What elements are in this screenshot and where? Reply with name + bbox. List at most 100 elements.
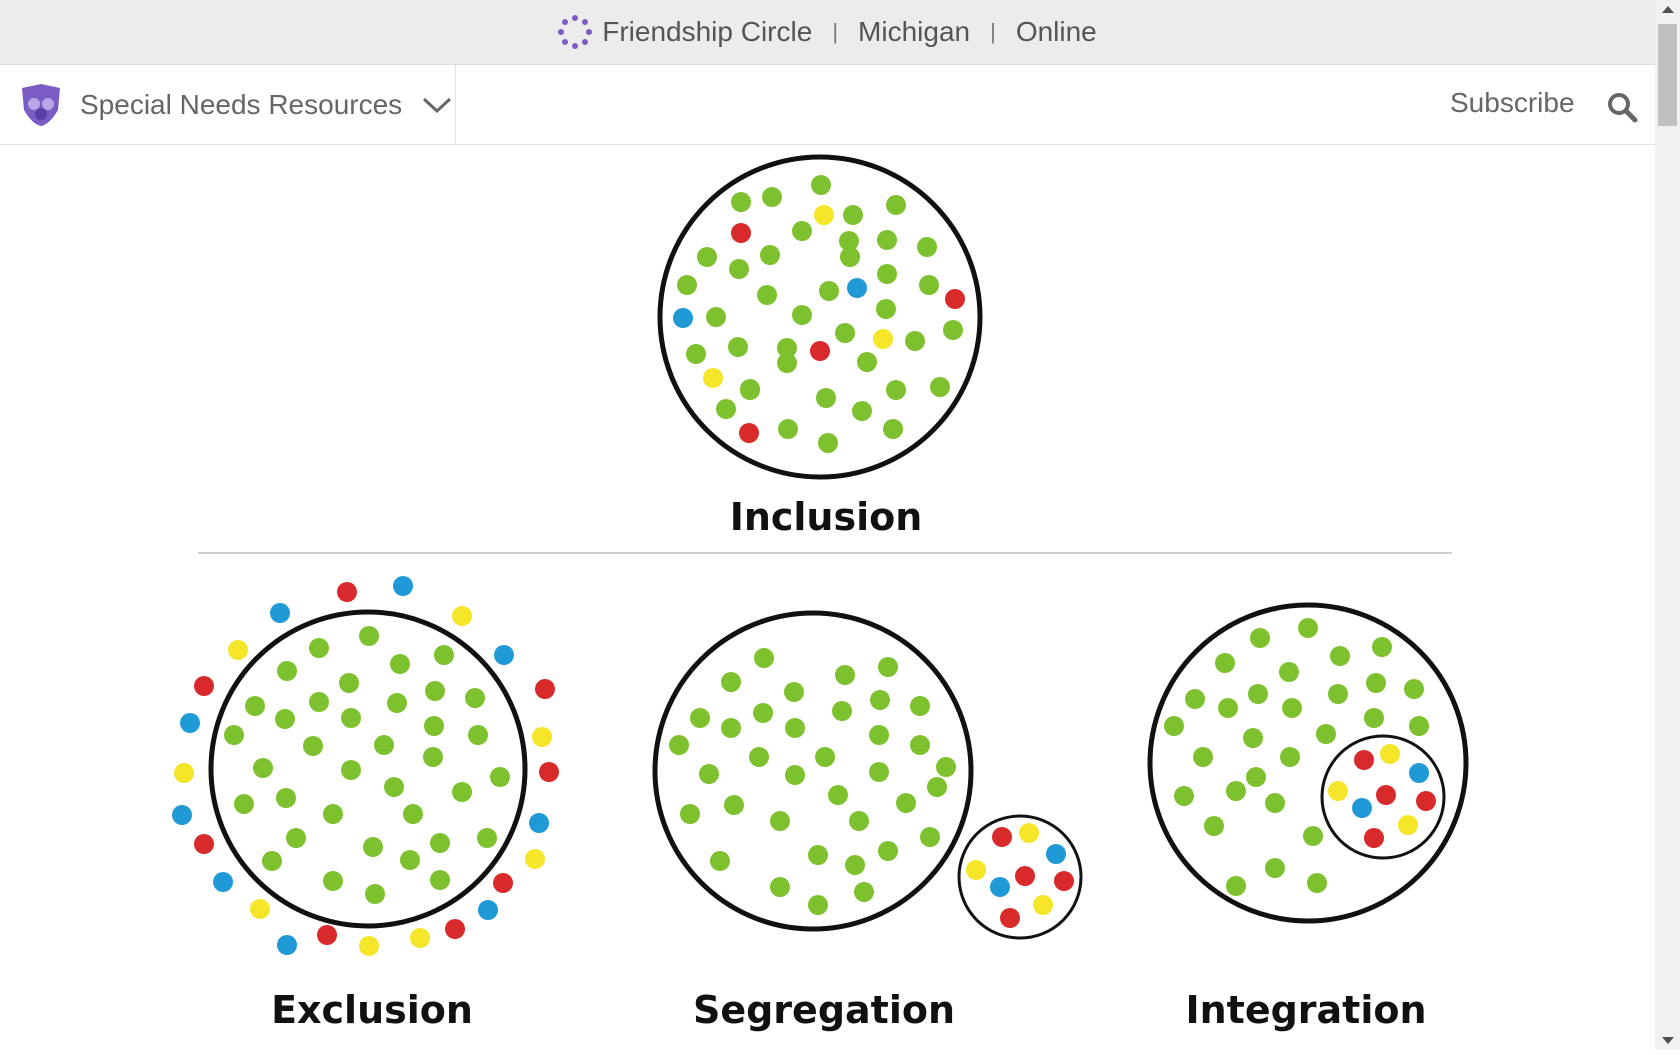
majority-dot xyxy=(843,205,863,225)
majority-dot xyxy=(721,718,741,738)
majority-dot xyxy=(1193,747,1213,767)
integrated-subgroup-circle xyxy=(1320,734,1446,860)
majority-dot xyxy=(363,837,383,857)
majority-dot xyxy=(927,777,947,797)
red-dot xyxy=(535,679,555,699)
majority-dot xyxy=(286,828,306,848)
yellow-dot xyxy=(250,899,270,919)
segregation-circle xyxy=(652,610,974,932)
channel-link[interactable]: Online xyxy=(1015,16,1097,47)
majority-dot xyxy=(724,795,744,815)
majority-dot xyxy=(878,841,898,861)
majority-dot xyxy=(1307,873,1327,893)
majority-dot xyxy=(886,380,906,400)
majority-dot xyxy=(390,654,410,674)
separator: | xyxy=(990,19,996,44)
majority-dot xyxy=(883,419,903,439)
majority-dot xyxy=(877,264,897,284)
majority-dot xyxy=(762,187,782,207)
majority-dot xyxy=(339,673,359,693)
majority-dot xyxy=(870,690,890,710)
blue-dot xyxy=(673,308,693,328)
majority-dot xyxy=(1404,679,1424,699)
majority-dot xyxy=(1409,716,1429,736)
majority-dot xyxy=(365,884,385,904)
majority-dot xyxy=(1215,653,1235,673)
yellow-dot xyxy=(1019,823,1039,843)
section-navbar: Special Needs Resources Subscribe xyxy=(0,65,1655,145)
scrollbar[interactable] xyxy=(1655,0,1680,1050)
majority-dot xyxy=(323,871,343,891)
scroll-down-arrow-icon[interactable] xyxy=(1662,1037,1674,1044)
majority-dot xyxy=(341,760,361,780)
majority-dot xyxy=(1366,673,1386,693)
majority-dot xyxy=(303,736,323,756)
majority-dot xyxy=(1265,858,1285,878)
majority-dot xyxy=(832,701,852,721)
majority-dot xyxy=(845,855,865,875)
red-dot xyxy=(1015,866,1035,886)
majority-dot xyxy=(1243,728,1263,748)
scrollbar-thumb[interactable] xyxy=(1658,24,1677,126)
majority-dot xyxy=(770,877,790,897)
majority-dot xyxy=(757,285,777,305)
site-topbar: Friendship Circle | Michigan | Online xyxy=(0,0,1655,65)
majority-dot xyxy=(262,851,282,871)
section-menu[interactable]: Special Needs Resources xyxy=(0,65,456,144)
chevron-down-icon[interactable] xyxy=(422,95,452,115)
red-dot xyxy=(810,341,830,361)
majority-dot xyxy=(808,895,828,915)
majority-dot xyxy=(430,833,450,853)
inclusion-diagram: Inclusion Exclusion Segregation Integrat… xyxy=(172,154,1469,1032)
search-icon[interactable] xyxy=(1606,91,1638,123)
majority-dot xyxy=(917,237,937,257)
majority-dot xyxy=(857,352,877,372)
majority-dot xyxy=(754,648,774,668)
inclusion-circle xyxy=(657,154,983,480)
majority-dot xyxy=(490,767,510,787)
majority-dot xyxy=(815,747,835,767)
majority-dot xyxy=(1316,724,1336,744)
majority-dot xyxy=(835,323,855,343)
majority-dot xyxy=(374,735,394,755)
majority-dot xyxy=(1280,747,1300,767)
majority-dot xyxy=(849,811,869,831)
majority-dot xyxy=(721,672,741,692)
majority-dot xyxy=(920,827,940,847)
majority-dot xyxy=(943,320,963,340)
majority-dot xyxy=(669,735,689,755)
yellow-dot xyxy=(1033,895,1053,915)
yellow-dot xyxy=(525,849,545,869)
majority-dot xyxy=(1218,698,1238,718)
majority-dot xyxy=(697,247,717,267)
subscribe-link[interactable]: Subscribe xyxy=(1450,87,1575,118)
yellow-dot xyxy=(410,928,430,948)
segregated-subgroup-circle xyxy=(957,814,1083,940)
shield-logo-icon xyxy=(22,83,60,126)
scroll-up-arrow-icon[interactable] xyxy=(1662,6,1674,13)
yellow-dot xyxy=(873,329,893,349)
majority-dot xyxy=(686,344,706,364)
friendship-circle-logo-icon[interactable] xyxy=(558,15,593,49)
majority-dot xyxy=(896,793,916,813)
blue-dot xyxy=(270,603,290,623)
region-link[interactable]: Michigan xyxy=(858,16,971,47)
majority-dot xyxy=(784,682,804,702)
majority-dot xyxy=(706,307,726,327)
majority-dot xyxy=(878,657,898,677)
majority-dot xyxy=(811,175,831,195)
majority-dot xyxy=(1174,786,1194,806)
majority-dot xyxy=(777,353,797,373)
brand-link[interactable]: Friendship Circle xyxy=(602,16,813,47)
majority-dot xyxy=(910,696,930,716)
majority-dot xyxy=(1226,876,1246,896)
majority-dot xyxy=(1328,684,1348,704)
majority-dot xyxy=(275,709,295,729)
majority-dot xyxy=(785,718,805,738)
integration-label: Integration xyxy=(1185,988,1426,1032)
majority-dot xyxy=(886,195,906,215)
blue-dot xyxy=(180,713,200,733)
red-dot xyxy=(739,423,759,443)
majority-dot xyxy=(840,247,860,267)
majority-dot xyxy=(690,708,710,728)
